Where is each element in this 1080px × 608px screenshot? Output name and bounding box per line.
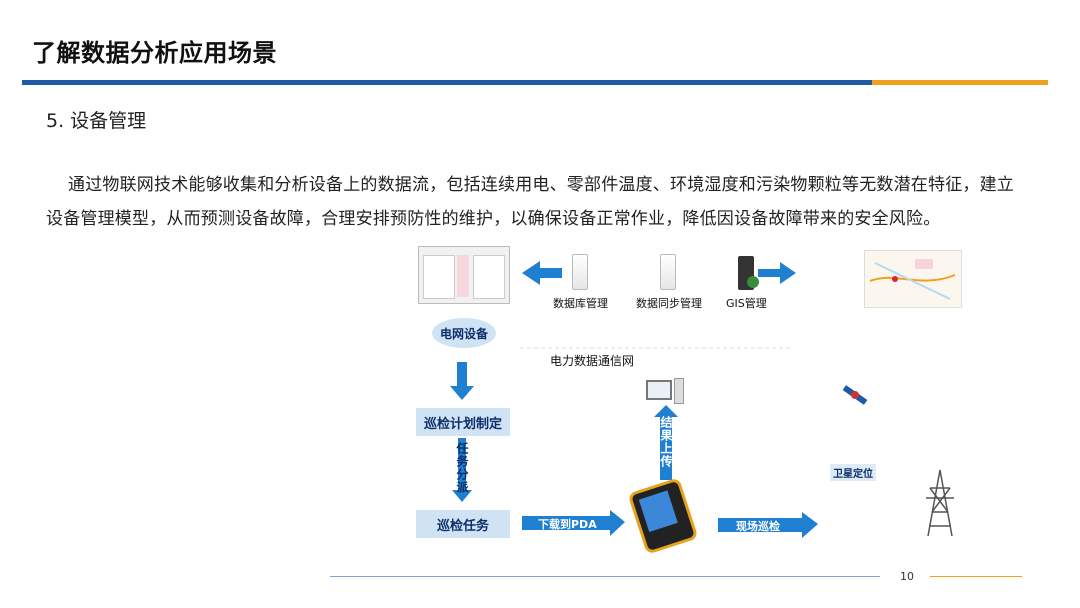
onsite-label: 现场巡检 (736, 518, 780, 534)
sync-server-icon (660, 254, 676, 290)
upload-label: 结果上传 (658, 416, 675, 468)
arrow-to-map (758, 262, 796, 284)
computer-icon (646, 380, 672, 400)
system-screenshot (418, 246, 510, 304)
footer-rule-orange (930, 576, 1022, 577)
header-rule-orange (872, 80, 1048, 85)
gis-server-icon (738, 256, 754, 290)
download-label: 下载到PDA (538, 516, 597, 532)
gis-mgmt-label: GIS管理 (726, 295, 767, 311)
grid-device-oval: 电网设备 (432, 318, 496, 348)
assign-label: 任务分派 (454, 442, 471, 494)
computer-tower-icon (674, 378, 684, 404)
db-sync-label: 数据同步管理 (636, 295, 702, 311)
database-server-icon (572, 254, 588, 290)
inspection-diagram: 数据库管理 数据同步管理 GIS管理 电网设备 电力数据通信网 巡检计划制定 任… (410, 240, 970, 540)
satellite-icon (840, 380, 870, 410)
plan-box: 巡检计划制定 (416, 408, 510, 436)
page-title: 了解数据分析应用场景 (32, 33, 277, 68)
network-label: 电力数据通信网 (550, 352, 634, 369)
arrow-to-monitor (522, 261, 562, 285)
arrow-down-plan (450, 362, 474, 400)
task-box: 巡检任务 (416, 510, 510, 538)
db-mgmt-label: 数据库管理 (553, 295, 608, 311)
gis-map-thumbnail (864, 250, 962, 308)
page-number: 10 (900, 570, 914, 583)
power-tower-icon (920, 468, 960, 538)
satellite-label: 卫星定位 (830, 464, 876, 481)
footer-rule-blue (330, 576, 880, 577)
header-rule-blue (22, 80, 872, 85)
body-paragraph: 通过物联网技术能够收集和分析设备上的数据流，包括连续用电、零部件温度、环境湿度和… (46, 168, 1016, 236)
section-heading: 5. 设备管理 (46, 106, 146, 133)
